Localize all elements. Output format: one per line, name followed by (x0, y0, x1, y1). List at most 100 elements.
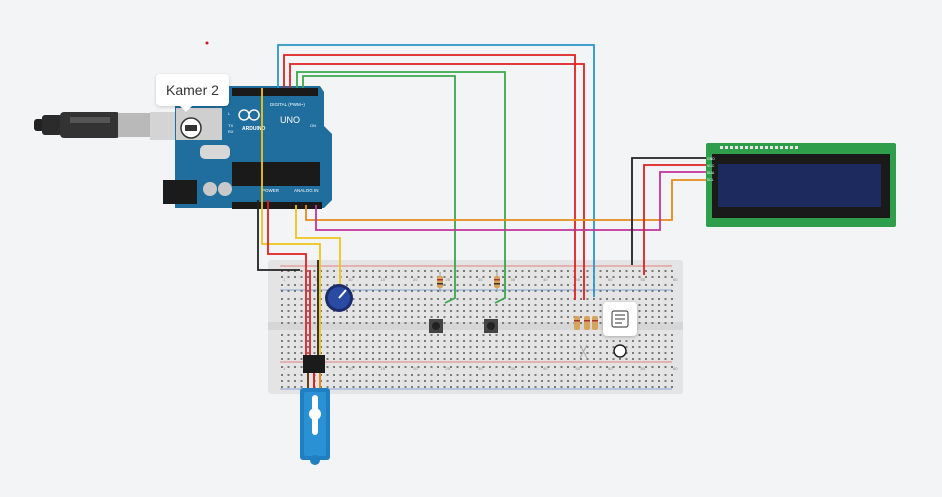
power-label: POWER (262, 188, 280, 193)
breadboard-hole (534, 304, 537, 306)
breadboard-hole (287, 310, 290, 312)
breadboard-hole (528, 304, 530, 306)
breadboard-hole (443, 386, 446, 388)
usb-cable-icon[interactable] (34, 112, 180, 140)
led-component[interactable] (579, 344, 627, 359)
breadboard-hole (515, 374, 517, 376)
breadboard-hole (495, 358, 498, 360)
breadboard-hole (346, 352, 348, 354)
arduino-uno-board[interactable]: DIGITAL (PWM~) ARDUINO UNO POWER ANALOG … (163, 86, 332, 209)
breadboard-hole (281, 352, 283, 354)
breadboard-hole (300, 290, 303, 292)
breadboard-hole (326, 352, 329, 354)
breadboard-hole (515, 322, 517, 324)
resistor[interactable] (584, 316, 590, 330)
breadboard-hole (326, 334, 329, 336)
breadboard-hole (287, 304, 290, 306)
breadboard-hole (333, 366, 335, 368)
breadboard-hole (365, 340, 368, 342)
breadboard-hole (560, 346, 563, 348)
breadboard-hole (437, 304, 439, 306)
breadboard-hole (365, 298, 368, 300)
breadboard-hole (599, 352, 602, 354)
breadboard-hole (307, 298, 309, 300)
breadboard-hole (294, 374, 296, 376)
breadboard-hole (463, 316, 465, 318)
breadboard-hole (534, 322, 537, 324)
note-button[interactable] (603, 302, 637, 336)
breadboard-hole (547, 276, 550, 278)
breadboard-hole (606, 340, 608, 342)
breadboard-hole (430, 358, 433, 360)
reset-button[interactable] (180, 117, 202, 139)
breadboard-hole (541, 374, 543, 376)
breadboard-hole (528, 284, 530, 286)
breadboard-hole (443, 298, 446, 300)
breadboard-hole (326, 316, 329, 318)
lcd-display[interactable]: GND VCC SDA SCL (706, 143, 896, 227)
pushbutton[interactable] (429, 319, 443, 333)
breadboard-hole (645, 358, 647, 360)
breadboard-hole (359, 358, 361, 360)
breadboard-hole (632, 380, 634, 382)
resistor[interactable] (574, 316, 580, 330)
breadboard-hole (651, 358, 654, 360)
breadboard[interactable]: 1155101015152020252530303535404045455050… (268, 260, 683, 394)
breadboard-hole (287, 322, 290, 324)
breadboard-hole (502, 380, 504, 382)
breadboard-hole (469, 380, 472, 382)
breadboard-hole (430, 284, 433, 286)
breadboard-hole (658, 386, 660, 388)
breadboard-hole (359, 374, 361, 376)
breadboard-hole (489, 386, 491, 388)
breadboard-hole (599, 284, 602, 286)
breadboard-hole (664, 298, 667, 300)
breadboard-hole (560, 310, 563, 312)
breadboard-hole (404, 284, 407, 286)
breadboard-hole (664, 284, 667, 286)
breadboard-hole (612, 366, 615, 368)
breadboard-hole (398, 284, 400, 286)
wire-black-2 (631, 157, 706, 265)
breadboard-hole (307, 316, 309, 318)
breadboard-hole (359, 340, 361, 342)
breadboard-hole (443, 346, 446, 348)
breadboard-hole (547, 346, 550, 348)
servo-motor[interactable] (300, 388, 330, 465)
breadboard-hole (495, 298, 498, 300)
breadboard-hole (391, 298, 394, 300)
breadboard-hole (339, 334, 342, 336)
breadboard-hole (554, 380, 556, 382)
breadboard-hole (625, 276, 628, 278)
breadboard-hole (456, 374, 459, 376)
breadboard-hole (463, 374, 465, 376)
breadboard-hole (593, 366, 595, 368)
breadboard-hole (586, 352, 589, 354)
breadboard-hole (593, 374, 595, 376)
breadboard-hole (463, 358, 465, 360)
breadboard-hole (638, 284, 641, 286)
breadboard-hole (430, 304, 433, 306)
lcd-pin (790, 146, 793, 149)
capacitor (218, 182, 232, 196)
breadboard-hole (638, 270, 641, 272)
resistor[interactable] (494, 272, 500, 292)
breadboard-hole (372, 380, 374, 382)
breadboard-hole (378, 374, 381, 376)
breadboard-hole (294, 346, 296, 348)
breadboard-hole (586, 276, 589, 278)
breadboard-hole (560, 270, 563, 272)
breadboard-hole (547, 316, 550, 318)
breadboard-hole (580, 366, 582, 368)
breadboard-hole (463, 352, 465, 354)
breadboard-column-number: 60 (673, 277, 678, 282)
pushbutton[interactable] (484, 319, 498, 333)
resistor[interactable] (437, 272, 443, 292)
breadboard-hole (619, 298, 621, 300)
breadboard-hole (294, 340, 296, 342)
resistor[interactable] (592, 316, 598, 330)
breadboard-hole (508, 366, 511, 368)
potentiometer-knob[interactable] (325, 284, 353, 312)
breadboard-hole (404, 316, 407, 318)
